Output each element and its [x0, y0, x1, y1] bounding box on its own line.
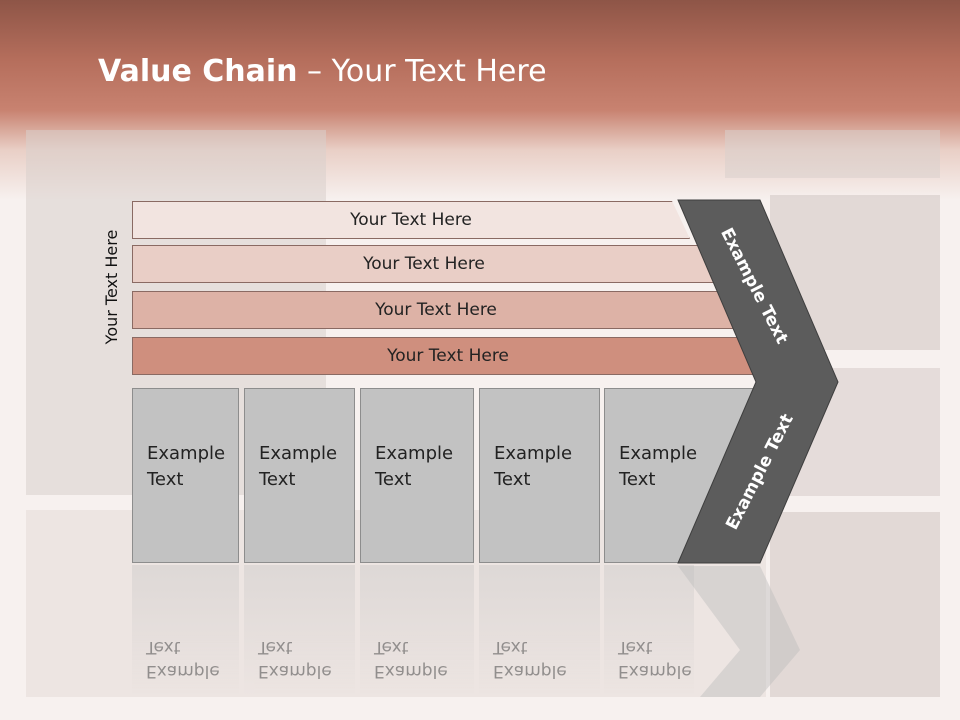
- example-box-2-line2: Text: [259, 469, 296, 490]
- value-bar-3: Your Text Here: [132, 291, 740, 329]
- photo-man-megaphone-3: [770, 512, 940, 697]
- example-box-4-line1: Example: [494, 443, 573, 464]
- example-box-3-line2: Text: [375, 469, 412, 490]
- example-box-1-line1: Example: [147, 443, 226, 464]
- value-bar-1: Your Text Here: [132, 201, 690, 239]
- value-bar-4-label: Your Text Here: [387, 346, 509, 366]
- chevron-reflection: [678, 566, 800, 697]
- background-photo-top-right: [725, 130, 940, 178]
- value-bar-2-label: Your Text Here: [363, 254, 485, 274]
- chevron-shape: [677, 199, 839, 564]
- value-bar-1-label: Your Text Here: [350, 210, 472, 230]
- value-bar-3-label: Your Text Here: [375, 300, 497, 320]
- example-box-3-line1: Example: [375, 443, 454, 464]
- value-bar-4: Your Text Here: [132, 337, 764, 375]
- example-box-1-line2: Text: [147, 469, 184, 490]
- example-box-4-line2: Text: [494, 469, 531, 490]
- value-bar-2: Your Text Here: [132, 245, 716, 283]
- slide-title: Value Chain – Your Text Here: [98, 54, 547, 89]
- example-box-2-line1: Example: [259, 443, 338, 464]
- example-box-5-line2: Text: [619, 469, 656, 490]
- example-box-5-line1: Example: [619, 443, 698, 464]
